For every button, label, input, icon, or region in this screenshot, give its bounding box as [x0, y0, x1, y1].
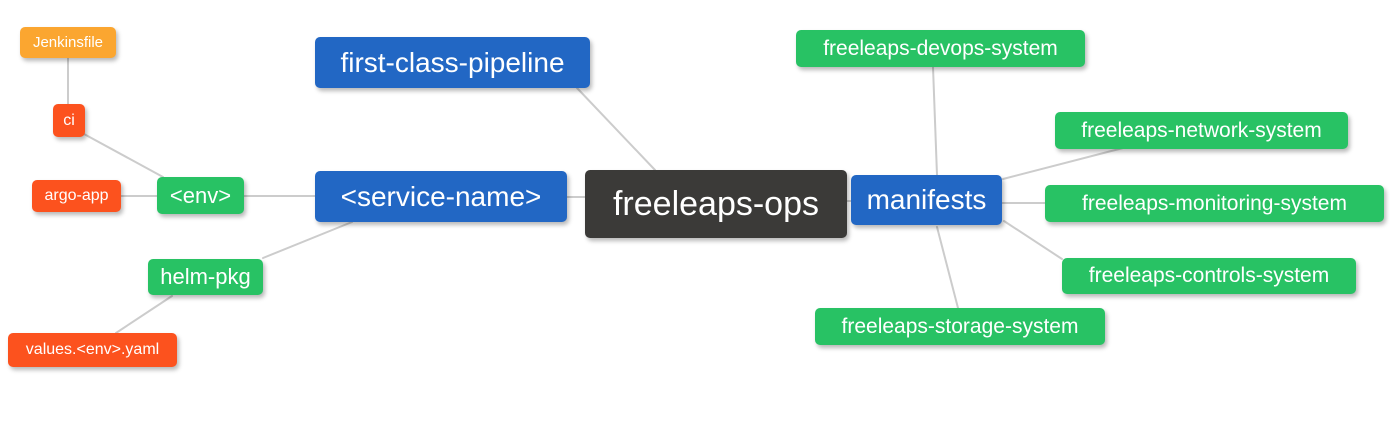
edge-manifests-devops-system: [932, 66, 938, 176]
edge-manifests-storage-system: [936, 226, 959, 309]
node-first-class-pipeline[interactable]: first-class-pipeline: [315, 37, 590, 88]
node-freeleaps-monitoring-system[interactable]: freeleaps-monitoring-system: [1045, 185, 1384, 222]
node-freeleaps-controls-system[interactable]: freeleaps-controls-system: [1062, 258, 1356, 294]
edge-pipeline-freeleaps-ops: [576, 87, 656, 171]
edge-manifests-network-system: [1002, 147, 1124, 180]
node-manifests[interactable]: manifests: [851, 175, 1002, 225]
node-values-env-yaml[interactable]: values.<env>.yaml: [8, 333, 177, 367]
node-ci[interactable]: ci: [53, 104, 85, 137]
node-argo-app[interactable]: argo-app: [32, 180, 121, 212]
node-freeleaps-network-system[interactable]: freeleaps-network-system: [1055, 112, 1348, 149]
node-freeleaps-ops[interactable]: freeleaps-ops: [585, 170, 847, 238]
edge-values-helm-pkg: [115, 295, 173, 334]
node-env[interactable]: <env>: [157, 177, 244, 214]
node-helm-pkg[interactable]: helm-pkg: [148, 259, 263, 295]
edge-helm-pkg-service-name: [262, 221, 353, 259]
node-freeleaps-storage-system[interactable]: freeleaps-storage-system: [815, 308, 1105, 345]
node-jenkinsfile[interactable]: Jenkinsfile: [20, 27, 116, 58]
node-freeleaps-devops-system[interactable]: freeleaps-devops-system: [796, 30, 1085, 67]
edge-manifests-controls-system: [1003, 220, 1063, 260]
node-service-name[interactable]: <service-name>: [315, 171, 567, 222]
edge-ci-env: [83, 133, 164, 178]
